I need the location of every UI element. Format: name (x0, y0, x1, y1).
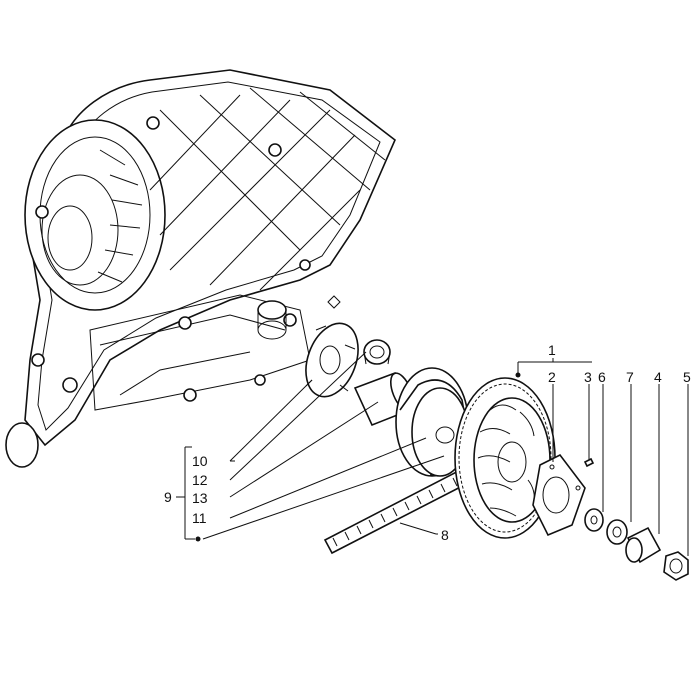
ramp-plate-part-10 (305, 322, 359, 398)
callout-6: 6 (598, 369, 606, 385)
callout-13: 13 (192, 490, 208, 506)
engine-crankcase (5, 69, 396, 468)
leader-lines (176, 351, 689, 556)
callout-4: 4 (654, 369, 662, 385)
fan-pulley-assembly-part-1 (454, 377, 556, 539)
callout-5: 5 (683, 369, 691, 385)
pulley-half-part-11 (395, 367, 471, 477)
callout-9: 9 (164, 489, 172, 505)
cover-plate-part-2 (532, 453, 586, 537)
callout-10: 10 (192, 453, 208, 469)
sleeve-part-4 (625, 526, 662, 564)
callout-12: 12 (192, 472, 208, 488)
callout-labels: 1 2 3 6 7 4 5 8 9 10 12 13 11 (164, 342, 691, 543)
callout-3: 3 (584, 369, 592, 385)
washer-part-6 (584, 508, 604, 532)
callout-2: 2 (548, 369, 556, 385)
bushing-part-12 (363, 339, 391, 365)
callout-7: 7 (626, 369, 634, 385)
drive-belt-part-8 (323, 463, 480, 555)
nut-part-5 (663, 551, 689, 581)
bushing-part-7 (606, 519, 628, 545)
callout-8: 8 (441, 527, 449, 543)
callout-1: 1 (548, 342, 556, 358)
callout-11: 11 (192, 510, 207, 526)
pin-part-3 (583, 457, 595, 468)
